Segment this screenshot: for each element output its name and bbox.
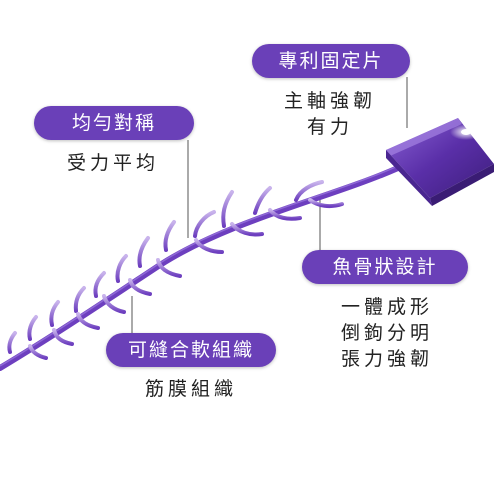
label-fishbone: 魚骨狀設計 xyxy=(302,250,468,284)
barbs-lower xyxy=(28,198,344,360)
label-symmetry: 均勻對稱 xyxy=(34,106,194,140)
caption-anchor-line-1: 主軸強韌 xyxy=(283,90,376,112)
barbs-upper xyxy=(7,180,324,354)
label-soft-tissue-text: 可縫合軟組織 xyxy=(127,339,254,361)
label-anchor-plate-text: 專利固定片 xyxy=(278,50,384,72)
caption-anchor-plate: 主軸強韌 有力 xyxy=(270,88,390,140)
caption-symmetry-line-1: 受力平均 xyxy=(66,152,159,174)
caption-fishbone-line-3: 張力強韌 xyxy=(340,348,433,370)
label-fishbone-text: 魚骨狀設計 xyxy=(332,256,438,278)
caption-fishbone: 一體成形 倒鉤分明 張力強韌 xyxy=(324,294,450,372)
caption-anchor-line-2: 有力 xyxy=(306,116,353,138)
caption-soft-tissue-line-1: 筋膜組織 xyxy=(144,378,237,400)
caption-fishbone-line-1: 一體成形 xyxy=(340,296,433,318)
caption-soft-tissue: 筋膜組織 xyxy=(128,376,254,402)
label-symmetry-text: 均勻對稱 xyxy=(71,112,156,134)
thread-shaft-highlight xyxy=(0,165,399,367)
caption-fishbone-line-2: 倒鉤分明 xyxy=(340,322,433,344)
anchor-plate xyxy=(386,118,494,206)
label-soft-tissue: 可縫合軟組織 xyxy=(106,333,276,367)
caption-symmetry: 受力平均 xyxy=(48,150,178,176)
label-anchor-plate: 專利固定片 xyxy=(252,44,410,78)
